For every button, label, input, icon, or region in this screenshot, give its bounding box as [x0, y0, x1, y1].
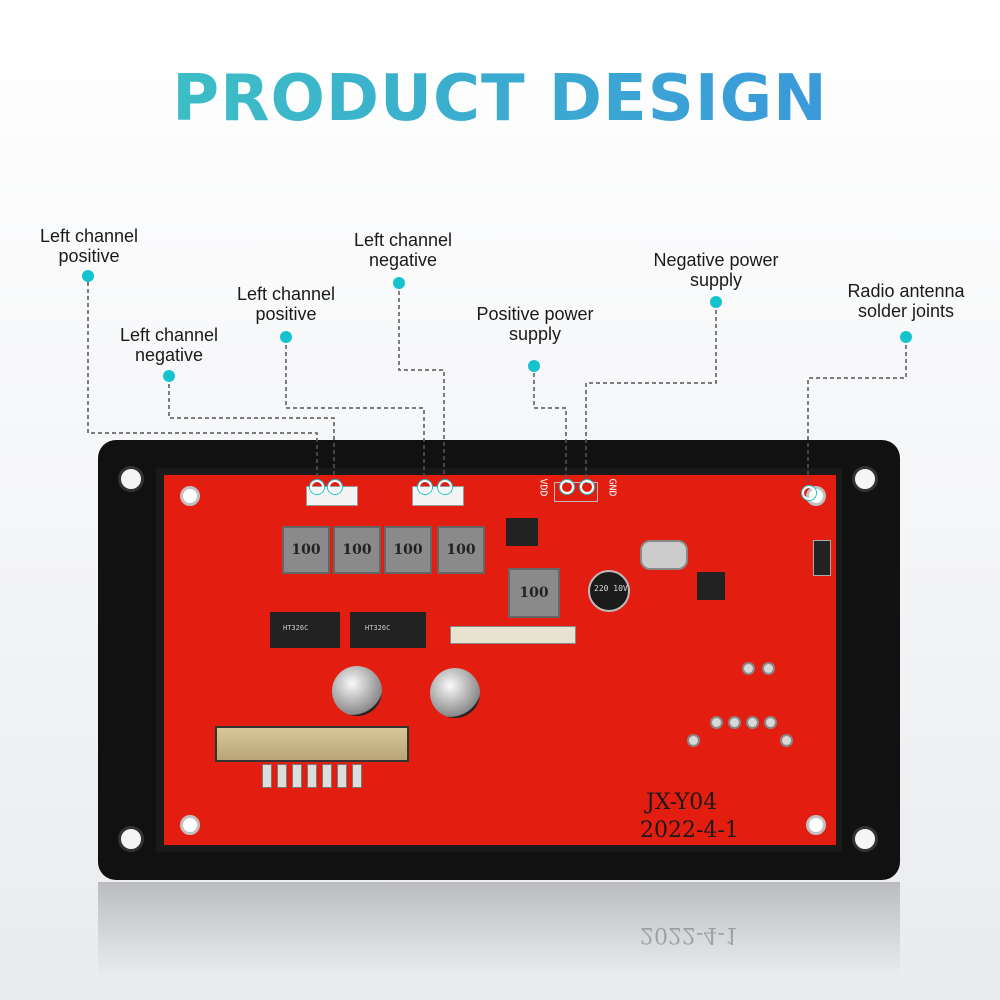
- capacitor-220uf: [588, 570, 630, 612]
- callout-line1: Left channel: [236, 284, 336, 304]
- callout-line: [87, 282, 318, 486]
- callout-dot: [900, 331, 912, 343]
- slot-pin: [337, 764, 347, 788]
- antenna-dot: [802, 486, 816, 500]
- pin-header: [450, 626, 576, 644]
- callout-line2: supply: [689, 270, 743, 290]
- amplifier-ic-1: [270, 612, 340, 648]
- solder-pad: [687, 734, 700, 747]
- connector-dot: [438, 480, 452, 494]
- capacitor-marking: 220 10V: [594, 584, 628, 593]
- callout-dot: [393, 277, 405, 289]
- callout-dot: [163, 370, 175, 382]
- solder-pad: [746, 716, 759, 729]
- callout-line2: solder joints: [857, 301, 955, 321]
- solder-pad: [764, 716, 777, 729]
- board-date: 2022-4-1: [640, 818, 739, 843]
- solder-pad: [780, 734, 793, 747]
- callout-line1: Positive power: [476, 304, 594, 324]
- ic-marking: HT326C: [283, 624, 309, 632]
- callout-line: [285, 338, 425, 486]
- page-title: PRODUCT DESIGN: [0, 62, 1000, 136]
- callout-positive-power-supply: Positive power supply: [455, 304, 615, 344]
- mount-hole-top-left: [118, 466, 144, 492]
- slot-pin: [277, 764, 287, 788]
- connector-dot: [580, 480, 594, 494]
- callout-line2: negative: [368, 250, 438, 270]
- solder-pad: [742, 662, 755, 675]
- board-reflection: [98, 882, 900, 1000]
- large-inductor: 100: [508, 568, 560, 618]
- amplifier-ic-2: [350, 612, 426, 648]
- callout-line1: Negative power: [653, 250, 779, 270]
- inductor: 100: [384, 526, 432, 574]
- capacitor: [332, 666, 382, 716]
- connector-dot: [418, 480, 432, 494]
- solder-pad: [728, 716, 741, 729]
- callout-dot: [280, 331, 292, 343]
- callout-dot: [710, 296, 722, 308]
- callout-dot: [82, 270, 94, 282]
- callout-line1: Left channel: [39, 226, 139, 246]
- pcb-hole: [180, 486, 200, 506]
- callout-line2: positive: [58, 246, 120, 266]
- callout-dot: [528, 360, 540, 372]
- callout-line1: Left channel: [353, 230, 453, 250]
- board-model: JX-Y04: [646, 790, 718, 815]
- pcb-hole: [180, 815, 200, 835]
- capacitor: [430, 668, 480, 718]
- callout-line: [168, 377, 335, 486]
- callout-line: [807, 338, 907, 490]
- slot-pin: [352, 764, 362, 788]
- mount-hole-top-right: [852, 466, 878, 492]
- regulator-ic: [506, 518, 538, 546]
- callout-left-channel-negative-2: Left channel negative: [334, 230, 472, 270]
- slot-pin: [307, 764, 317, 788]
- crystal: [640, 540, 688, 570]
- callout-line2: supply: [508, 324, 562, 344]
- callout-line1: Left channel: [119, 325, 219, 345]
- mount-hole-bottom-left: [118, 826, 144, 852]
- inductor: 100: [437, 526, 485, 574]
- antenna-pad: [813, 540, 831, 576]
- callout-left-channel-negative-1: Left channel negative: [100, 325, 238, 365]
- connector-dot: [310, 480, 324, 494]
- callout-left-channel-positive-1: Left channel positive: [20, 226, 158, 266]
- solder-pad: [710, 716, 723, 729]
- callout-left-channel-positive-2: Left channel positive: [217, 284, 355, 324]
- connector-dot: [328, 480, 342, 494]
- pcb-board: [164, 475, 836, 845]
- slot-pin: [322, 764, 332, 788]
- pcb-hole: [806, 815, 826, 835]
- callout-line: [533, 366, 567, 486]
- bluetooth-ic: [697, 572, 725, 600]
- inductor: 100: [282, 526, 330, 574]
- solder-pad: [762, 662, 775, 675]
- slot-pin: [262, 764, 272, 788]
- callout-line1: Radio antenna: [847, 281, 965, 301]
- callout-radio-antenna-solder-joints: Radio antenna solder joints: [826, 281, 986, 321]
- callout-line: [585, 303, 717, 486]
- callout-line: [398, 284, 445, 486]
- slot-pin: [292, 764, 302, 788]
- ic-marking: HT326C: [365, 624, 391, 632]
- callout-line2: negative: [134, 345, 204, 365]
- inductor: 100: [333, 526, 381, 574]
- connector-dot: [560, 480, 574, 494]
- sd-card-slot: [215, 726, 409, 762]
- mount-hole-bottom-right: [852, 826, 878, 852]
- callout-line2: positive: [255, 304, 317, 324]
- callout-negative-power-supply: Negative power supply: [630, 250, 802, 290]
